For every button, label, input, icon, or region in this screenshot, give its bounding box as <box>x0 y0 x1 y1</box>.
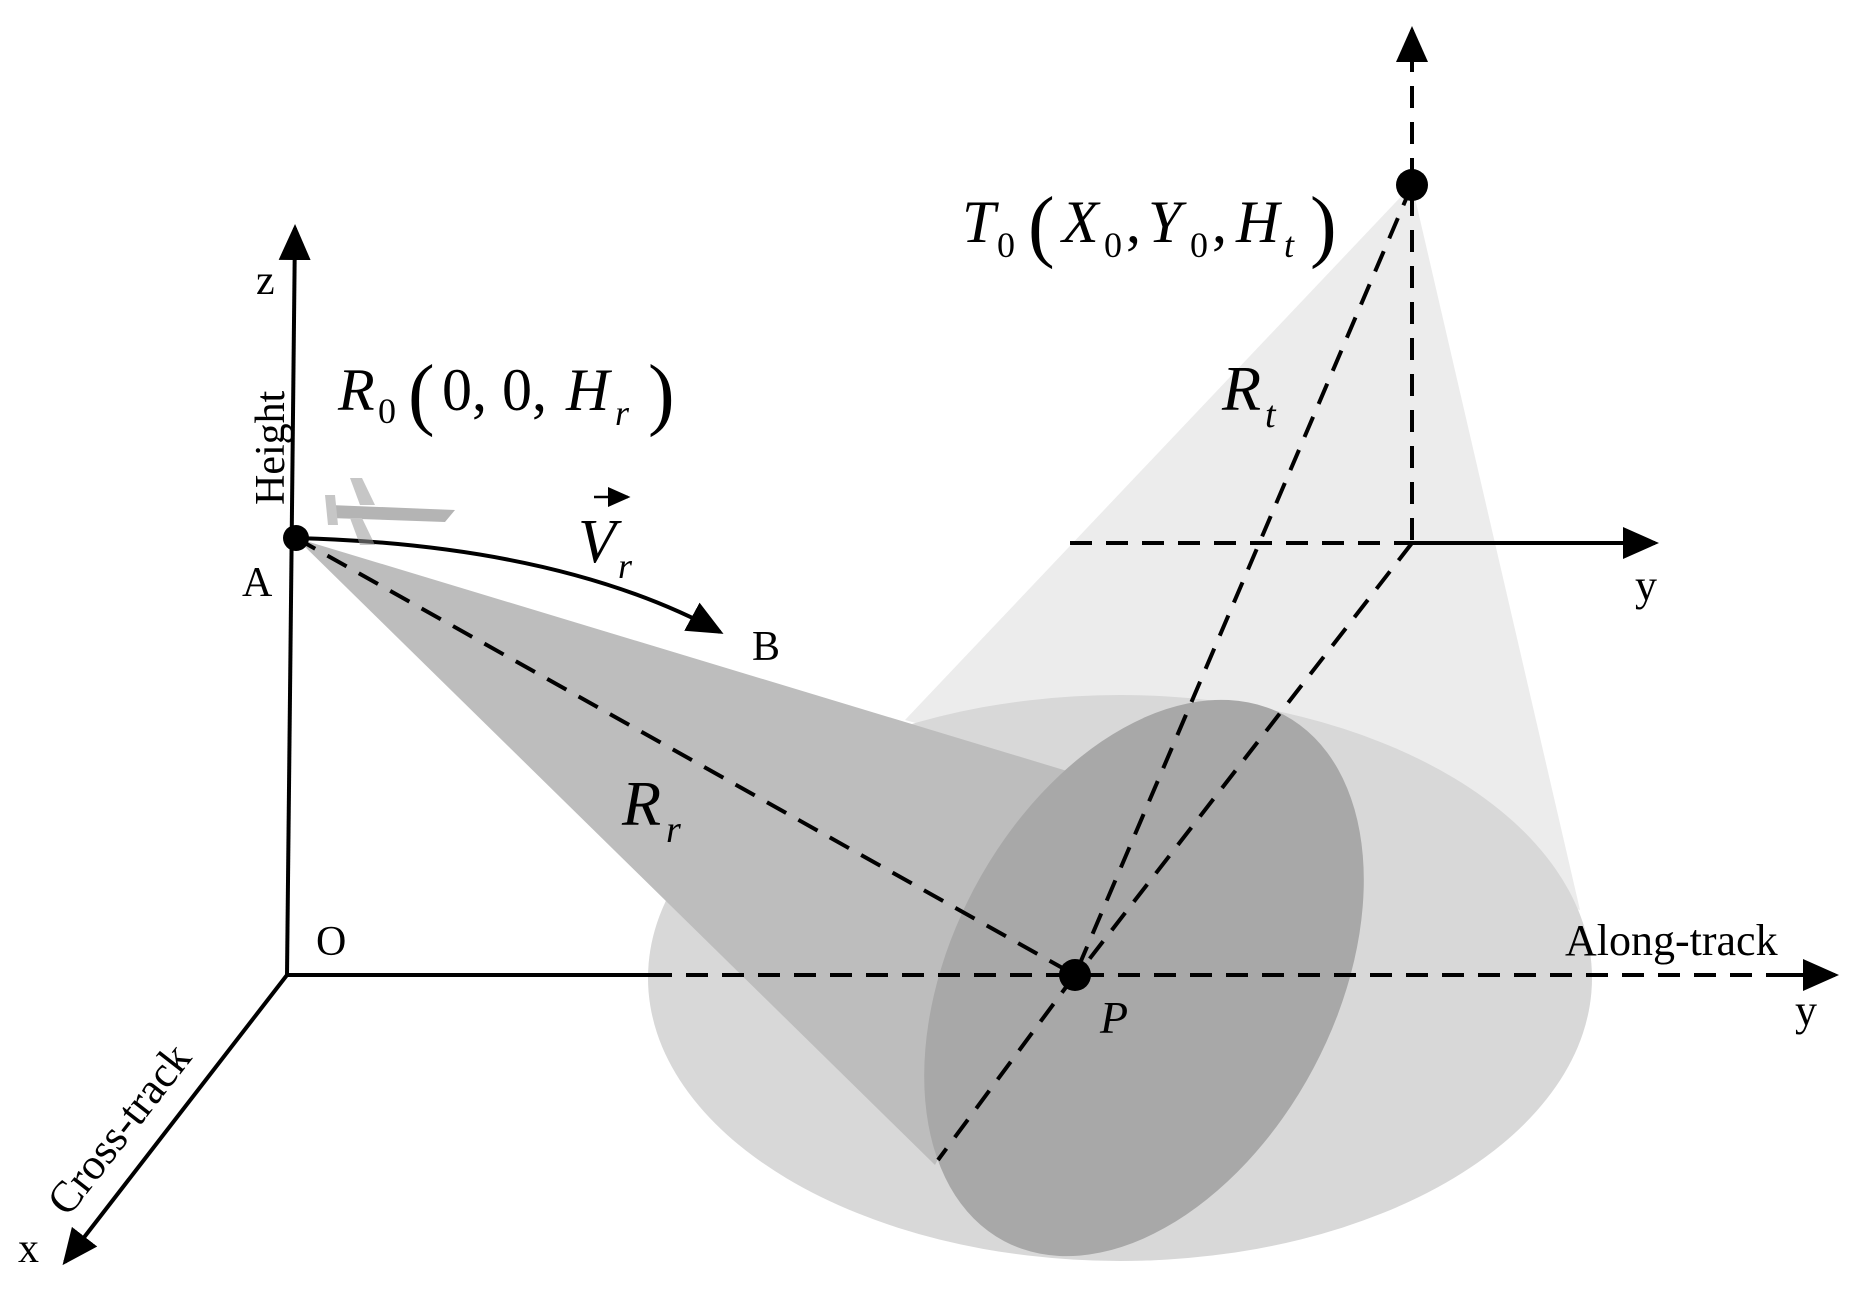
svg-text:): ) <box>648 350 675 438</box>
origin-label: O <box>316 919 346 965</box>
transmitter-position-label: T 0 ( X 0 , Y 0 , H t ) <box>962 182 1337 270</box>
svg-text:t: t <box>1284 225 1295 265</box>
svg-text:H: H <box>1235 189 1283 255</box>
cross-track-label: Cross-track <box>37 1034 200 1224</box>
svg-text:,: , <box>1126 189 1141 255</box>
svg-text:t: t <box>1265 394 1277 436</box>
svg-text:0: 0 <box>1190 225 1208 265</box>
point-b-label: B <box>752 624 780 670</box>
svg-text:(: ( <box>1028 182 1055 270</box>
svg-text:X: X <box>1060 189 1101 255</box>
z-axis-label: z <box>256 258 275 304</box>
svg-text:H: H <box>565 357 613 423</box>
point-p-marker <box>1059 959 1091 991</box>
velocity-label: V r <box>578 487 633 586</box>
receiver-range-label: R r <box>621 768 681 851</box>
svg-text:0: 0 <box>1104 225 1122 265</box>
transmitter-range-label: R t <box>1221 353 1277 436</box>
along-track-label: Along-track <box>1565 916 1778 965</box>
receiver-beam <box>296 538 1130 1165</box>
point-p-label: P <box>1099 992 1128 1043</box>
svg-text:0, 0,: 0, 0, <box>442 357 547 423</box>
y-axis-upper-label: y <box>1635 561 1657 610</box>
svg-text:0: 0 <box>997 225 1015 265</box>
receiver-range-line <box>295 536 1076 977</box>
receiver-position-label: R 0 ( 0, 0, H r ) <box>337 350 675 438</box>
svg-text:r: r <box>666 809 681 851</box>
point-a-marker <box>283 525 309 551</box>
svg-text:): ) <box>1310 182 1337 270</box>
z-axis <box>278 224 311 976</box>
svg-text:T: T <box>962 189 999 255</box>
svg-text:r: r <box>618 546 633 586</box>
svg-text:(: ( <box>408 350 435 438</box>
svg-text:0: 0 <box>378 391 396 431</box>
point-a-label: A <box>242 560 273 606</box>
svg-text:r: r <box>615 393 630 433</box>
svg-text:R: R <box>1221 353 1261 424</box>
height-label: Height <box>248 390 294 505</box>
x-axis-label: x <box>18 1226 39 1272</box>
svg-text:,: , <box>1212 189 1227 255</box>
transmitter-marker <box>1396 169 1428 201</box>
svg-text:R: R <box>337 357 375 423</box>
cross-track-axis <box>62 973 289 1266</box>
y-axis-ground-label: y <box>1795 986 1817 1035</box>
svg-text:Y: Y <box>1148 189 1187 255</box>
svg-text:R: R <box>621 768 661 839</box>
svg-text:V: V <box>578 508 622 576</box>
receiver-footprint <box>924 699 1364 1257</box>
aircraft-icon <box>325 478 455 545</box>
